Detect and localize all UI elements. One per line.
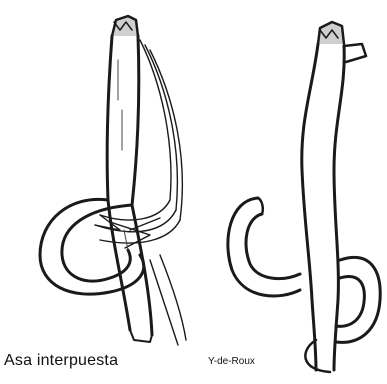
right-crossing-limb (305, 340, 330, 372)
right-side-loop-outer (336, 257, 380, 342)
caption-interposed-loop: Asa interpuesta (4, 352, 118, 370)
right-hook-outer (228, 198, 300, 296)
interposed-loop-drawing (40, 16, 186, 345)
right-limb-outer (302, 44, 318, 370)
left-top-stump (112, 16, 138, 36)
right-limb-inner (334, 46, 344, 370)
caption-roux-en-y: Y-de-Roux (208, 356, 255, 367)
right-blind-end (344, 44, 366, 62)
right-hook-inner (246, 214, 300, 279)
right-side-loop-inner (336, 277, 364, 327)
roux-en-y-drawing (228, 22, 380, 372)
left-loop-outline-outer (40, 36, 144, 294)
